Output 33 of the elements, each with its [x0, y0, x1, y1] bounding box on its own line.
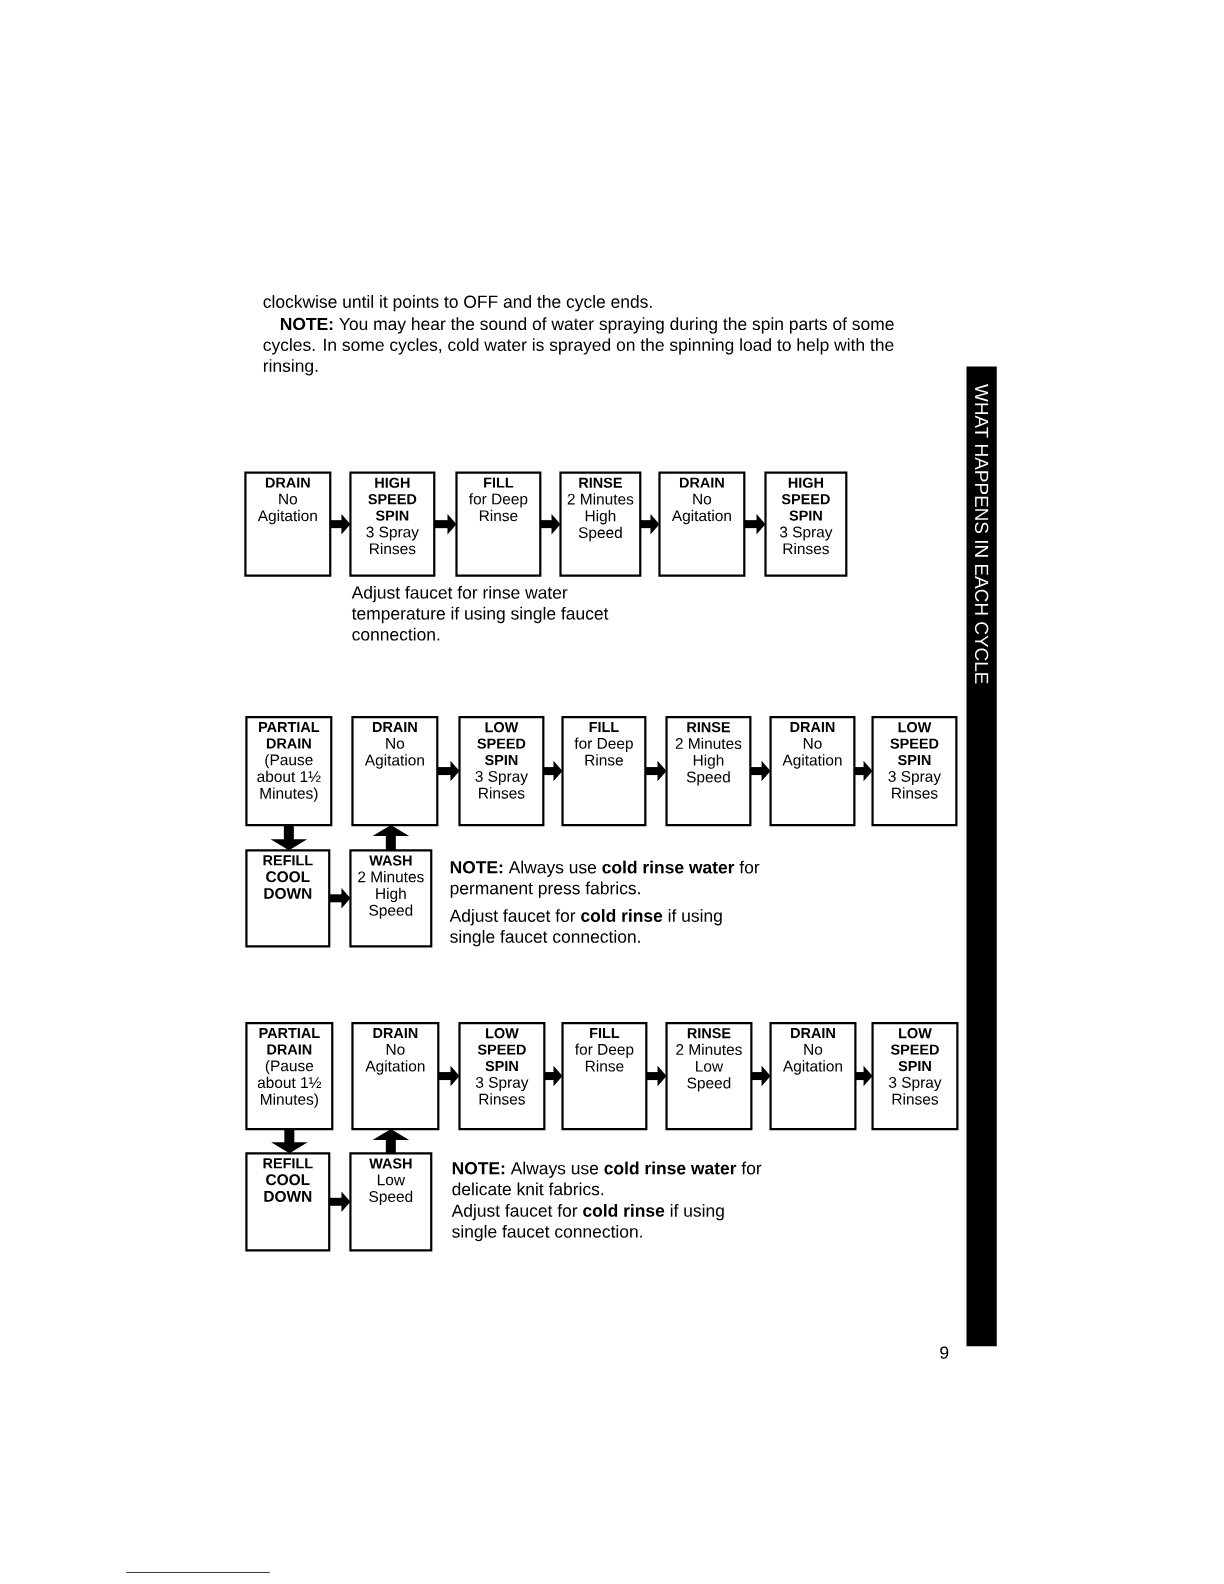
process-box: REFILL COOL DOWN — [245, 1152, 331, 1252]
process-box: FILL for Deep Rinse — [561, 715, 647, 827]
note-text: Adjust faucet for cold rinse if using single faucet connection. — [449, 909, 722, 947]
process-box: LOW SPEED SPIN 3 Spray Rinses — [871, 715, 958, 827]
note-text: NOTE: Always use cold rinse water for permanent press fabrics. — [450, 860, 760, 898]
process-box: WASH Low Speed — [349, 1152, 433, 1252]
process-box: PARTIAL DRAIN (Pause about 1½ Minutes) — [245, 1021, 334, 1131]
process-box: RINSE 2 Minutes High Speed — [665, 715, 752, 827]
process-box: DRAIN No Agitation — [769, 1021, 857, 1131]
page-number: 9 — [940, 1346, 949, 1359]
note-text: Adjust faucet for rinse water temperature if using single faucet connection. — [351, 585, 609, 641]
process-box: DRAIN No Agitation — [351, 715, 439, 827]
process-box: DRAIN No Agitation — [769, 715, 856, 827]
process-box: FILL for Deep Rinse — [561, 1021, 648, 1131]
process-box: LOW SPEED SPIN 3 Spray Rinses — [871, 1021, 959, 1131]
process-box: REFILL COOL DOWN — [245, 849, 331, 948]
process-box: WASH 2 Minutes High Speed — [349, 849, 433, 948]
process-box: RINSE 2 Minutes High Speed — [559, 471, 642, 577]
note-text: Adjust faucet for cold rinse if using single faucet connection. — [451, 1204, 724, 1242]
process-box: DRAIN No Agitation — [244, 471, 332, 577]
note-text: NOTE: Always use cold rinse water for delicate knit fabrics. — [452, 1161, 762, 1196]
side-tab: WHAT HAPPENS IN EACH CYCLE — [966, 366, 997, 1347]
process-box: PARTIAL DRAIN (Pause about 1½ Minutes) — [245, 715, 333, 827]
process-box: DRAIN No Agitation — [351, 1021, 440, 1131]
process-box: HIGH SPEED SPIN 3 Spray Rinses — [764, 471, 848, 577]
process-box: HIGH SPEED SPIN 3 Spray Rinses — [349, 471, 436, 577]
process-box: LOW SPEED SPIN 3 Spray Rinses — [458, 715, 545, 827]
process-box: DRAIN No Agitation — [658, 471, 746, 577]
process-box: LOW SPEED SPIN 3 Spray Rinses — [458, 1021, 546, 1131]
note-text: clockwise until it points to OFF and the cycle ends. — [263, 295, 652, 312]
process-box: FILL for Deep Rinse — [455, 471, 542, 577]
process-box: RINSE 2 Minutes Low Speed — [665, 1021, 753, 1131]
note-text: NOTE: You may hear the sound of water spraying during the spin parts of some cycles. In some cycles, cold water is sprayed on the spinning load to help with the rinsing. — [263, 317, 894, 376]
